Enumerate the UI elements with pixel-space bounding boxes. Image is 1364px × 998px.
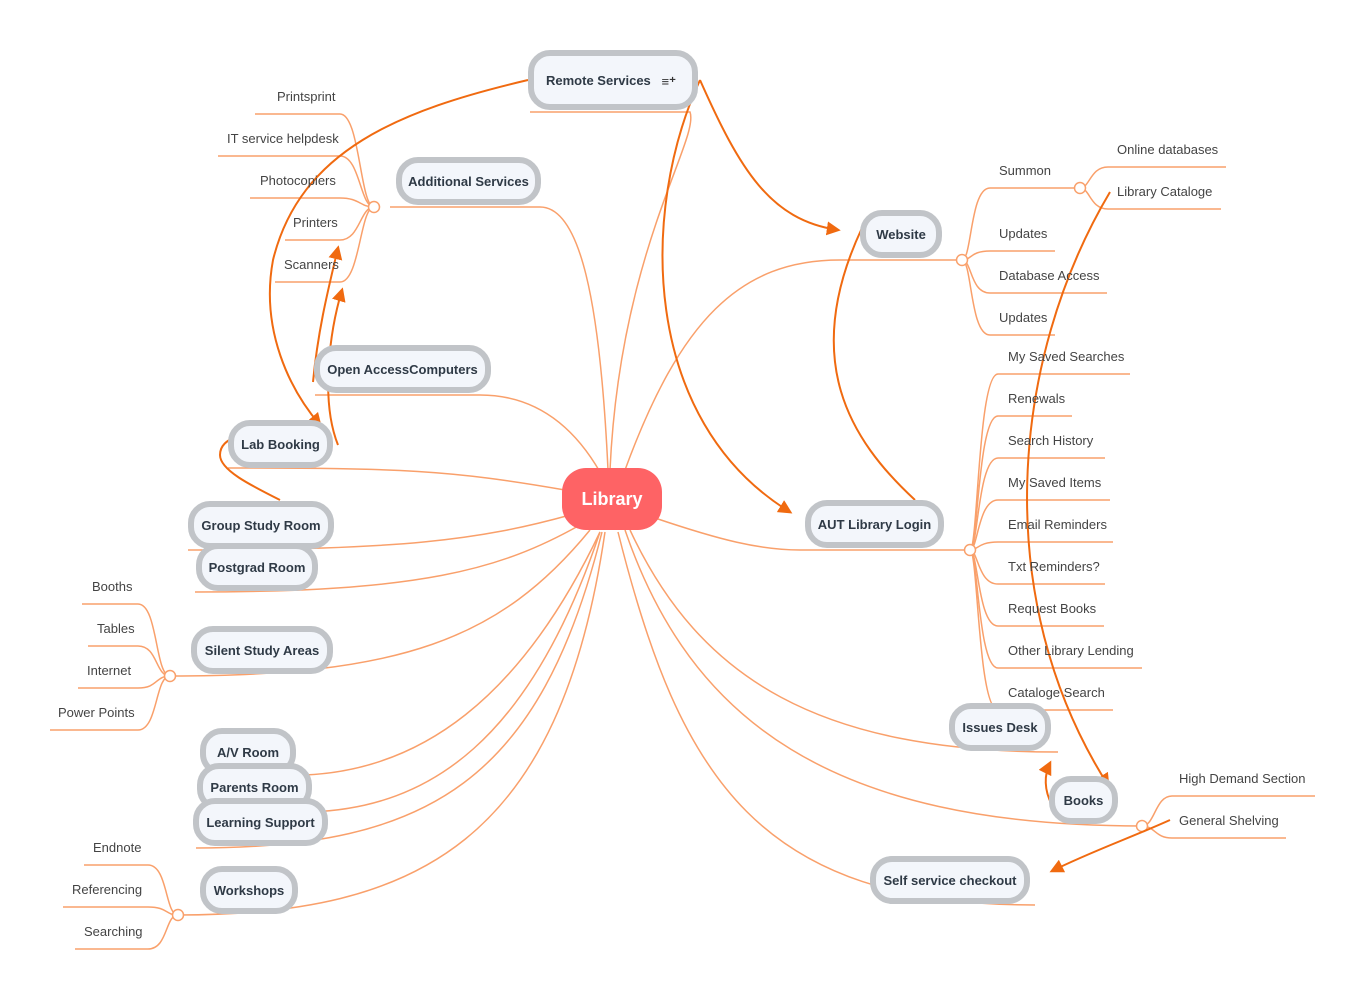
leaf-database-access[interactable]: Database Access [999, 268, 1100, 283]
branch-av-room [304, 531, 601, 776]
leaf-endnote[interactable]: Endnote [93, 840, 142, 855]
topic-learning-support[interactable]: Learning Support [193, 798, 328, 846]
leaf-general-shelving[interactable]: General Shelving [1179, 813, 1279, 828]
leaf-updates-1[interactable]: Updates [999, 226, 1048, 241]
leaf-my-saved-searches[interactable]: My Saved Searches [1008, 349, 1125, 364]
topic-self-service-checkout[interactable]: Self service checkout [870, 856, 1030, 904]
leaf-updates-2[interactable]: Updates [999, 310, 1048, 325]
branch-additional-services [390, 206, 609, 471]
relation-shelving-to-checkout [1049, 819, 1171, 873]
leaf-library-cataloge[interactable]: Library Cataloge [1117, 184, 1213, 199]
relation-remote-to-lab [268, 79, 529, 428]
topic-remote-services[interactable]: Remote Services ≡⁺ [528, 50, 698, 110]
leaf-photocopiers[interactable]: Photocopiers [260, 173, 336, 188]
topic-website[interactable]: Website [860, 210, 942, 258]
branch-remote-services [530, 111, 692, 471]
relation-remote-to-login [661, 79, 793, 514]
topic-aut-library-login[interactable]: AUT Library Login [805, 500, 944, 548]
leaf-my-saved-items[interactable]: My Saved Items [1008, 475, 1102, 490]
branch-lab-booking [227, 467, 566, 491]
root-topic-library[interactable]: Library [562, 468, 662, 530]
topic-lab-booking[interactable]: Lab Booking [228, 420, 333, 468]
leaf-other-library-lending[interactable]: Other Library Lending [1008, 643, 1134, 658]
note-list-icon[interactable]: ≡⁺ [661, 74, 676, 89]
branch-aut-login [654, 517, 970, 551]
topic-books[interactable]: Books [1049, 776, 1118, 824]
relation-remote-to-website [699, 79, 841, 236]
leaf-power-points[interactable]: Power Points [58, 705, 135, 720]
leaf-it-service-helpdesk[interactable]: IT service helpdesk [227, 131, 339, 146]
topic-open-access-computers[interactable]: Open AccessComputers [314, 345, 491, 393]
leaf-printsprint[interactable]: Printsprint [277, 89, 336, 104]
branch-website [624, 259, 962, 471]
leaf-tables[interactable]: Tables [97, 621, 135, 636]
leaf-search-history[interactable]: Search History [1008, 433, 1094, 448]
leaf-printers[interactable]: Printers [293, 215, 338, 230]
topic-additional-services[interactable]: Additional Services [396, 157, 541, 205]
leaf-request-books[interactable]: Request Books [1008, 601, 1097, 616]
leaf-summon[interactable]: Summon [999, 163, 1052, 178]
topic-postgrad-room[interactable]: Postgrad Room [196, 543, 318, 591]
leaf-online-databases[interactable]: Online databases [1117, 142, 1219, 157]
topic-issues-desk[interactable]: Issues Desk [949, 703, 1051, 751]
relation-group-to-lab [218, 437, 281, 501]
leaf-cataloge-search[interactable]: Cataloge Search [1008, 685, 1105, 700]
topic-silent-study-areas[interactable]: Silent Study Areas [191, 626, 333, 674]
branch-parents-room [309, 531, 601, 813]
leaf-booths[interactable]: Booths [92, 579, 133, 594]
branch-books [624, 529, 1143, 827]
leaf-email-reminders[interactable]: Email Reminders [1008, 517, 1107, 532]
leaf-renewals[interactable]: Renewals [1008, 391, 1066, 406]
branch-open-access [315, 394, 601, 473]
leaf-txt-reminders[interactable]: Txt Reminders? [1008, 559, 1100, 574]
leaf-high-demand-section[interactable]: High Demand Section [1179, 771, 1306, 786]
leaf-internet[interactable]: Internet [87, 663, 132, 678]
topic-label: Remote Services [546, 72, 651, 88]
topic-workshops[interactable]: Workshops [200, 866, 298, 914]
leaf-referencing[interactable]: Referencing [72, 882, 143, 897]
topic-group-study-room[interactable]: Group Study Room [188, 501, 334, 549]
relation-catalog-to-books [1026, 191, 1111, 788]
leaf-scanners[interactable]: Scanners [284, 257, 339, 272]
leaf-searching[interactable]: Searching [84, 924, 143, 939]
relation-login-to-website [832, 227, 916, 501]
